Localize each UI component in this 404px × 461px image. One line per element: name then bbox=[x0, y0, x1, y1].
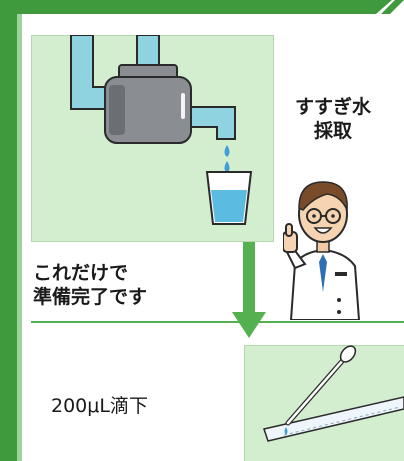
ready-line2: 準備完了です bbox=[33, 285, 148, 308]
ready-label: これだけで 準備完了です bbox=[33, 262, 147, 310]
down-arrow-icon bbox=[232, 242, 266, 338]
left-accent-bar-light bbox=[17, 0, 22, 461]
rinse-water-line1: すすぎ水 bbox=[294, 96, 371, 118]
section-divider bbox=[31, 321, 404, 323]
pipette-icon bbox=[263, 345, 404, 442]
left-accent-bar bbox=[0, 0, 17, 461]
drop-volume-label: 200μL滴下 bbox=[51, 395, 148, 417]
doctor-thumbs-up-icon bbox=[283, 181, 361, 320]
rinse-water-line2: 採取 bbox=[313, 119, 352, 142]
ready-line1: これだけで bbox=[33, 262, 129, 284]
test-strip-icon bbox=[263, 396, 404, 442]
rinse-water-label: すすぎ水 採取 bbox=[278, 96, 388, 144]
faucet-pipe-icon bbox=[70, 35, 236, 173]
top-banner bbox=[0, 0, 404, 14]
water-cup-icon bbox=[205, 171, 253, 225]
